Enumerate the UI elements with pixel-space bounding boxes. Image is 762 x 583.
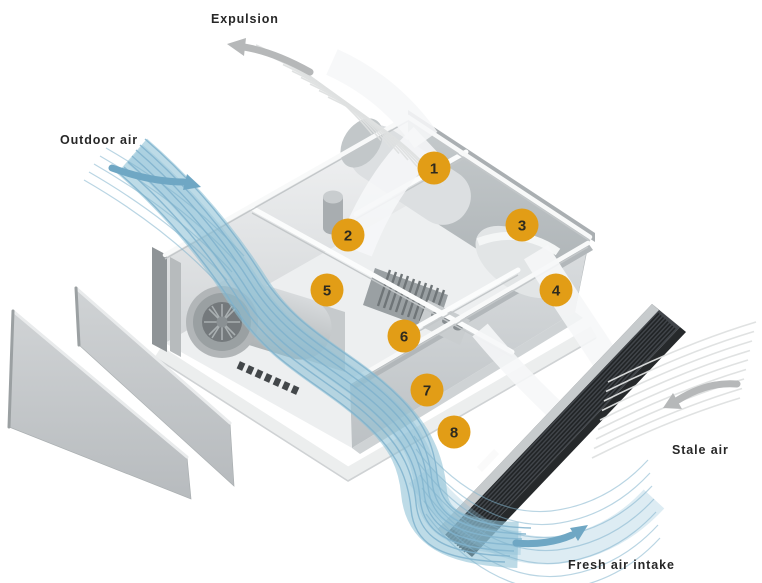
dark-grille-panel bbox=[438, 304, 686, 557]
callout-7: 7 bbox=[410, 373, 444, 407]
callout-1: 1 bbox=[417, 151, 451, 185]
callout-circle bbox=[387, 319, 421, 353]
callout-circle bbox=[331, 218, 365, 252]
outdoor-arrow-shaft bbox=[108, 164, 188, 186]
cylinder-top bbox=[323, 190, 343, 204]
expulsion-arrow-shaft bbox=[240, 43, 314, 76]
callout-4: 4 bbox=[539, 273, 573, 307]
left-frame-column-outer bbox=[152, 247, 167, 352]
callout-number: 7 bbox=[423, 383, 431, 400]
stale-arrow-shaft bbox=[674, 380, 741, 404]
front-panel-inner-top-highlight bbox=[74, 286, 232, 425]
callout-number: 1 bbox=[430, 161, 438, 178]
front-panel-inner-left-edge bbox=[74, 286, 81, 347]
callout-markers: 1 2 3 4 5 6 7 8 bbox=[310, 151, 573, 449]
callout-6: 6 bbox=[387, 319, 421, 353]
outdoor-arrow-head bbox=[183, 174, 201, 190]
callout-circle bbox=[437, 415, 471, 449]
grille-top-edge bbox=[438, 304, 659, 535]
fresh-arrow-shaft bbox=[512, 531, 576, 548]
callout-circle bbox=[505, 208, 539, 242]
left-frame-column-inner bbox=[170, 257, 181, 357]
expulsion-arrow-head bbox=[227, 38, 246, 56]
airflow-stale bbox=[591, 321, 757, 459]
partition-main bbox=[249, 205, 515, 355]
callout-number: 6 bbox=[400, 329, 408, 346]
expulsion-band-outside bbox=[326, 49, 438, 149]
callout-number: 8 bbox=[450, 425, 458, 442]
callout-circle bbox=[417, 151, 451, 185]
callout-number: 4 bbox=[552, 283, 561, 300]
fresh-arrow-head bbox=[570, 525, 588, 541]
callout-5: 5 bbox=[310, 273, 344, 307]
callout-circle bbox=[410, 373, 444, 407]
flow-labels: Expulsion Outdoor air Stale air Fresh ai… bbox=[60, 12, 729, 572]
partition-lower bbox=[395, 267, 521, 341]
terminal-strip bbox=[236, 361, 300, 395]
blower-hub bbox=[216, 316, 228, 328]
front-panel-outer-top-highlight bbox=[11, 309, 189, 459]
rim-back-right bbox=[405, 114, 593, 240]
grille-handle-slot bbox=[477, 449, 499, 472]
front-panel-outer-left-edge bbox=[7, 309, 15, 429]
callout-8: 8 bbox=[437, 415, 471, 449]
crossover-band-upper bbox=[523, 244, 618, 368]
label-stale-air: Stale air bbox=[672, 443, 729, 457]
callout-number: 2 bbox=[344, 228, 352, 245]
airflow-fresh bbox=[83, 139, 660, 583]
base-edge-line bbox=[155, 337, 597, 482]
unit-floor bbox=[165, 205, 575, 448]
callout-2: 2 bbox=[331, 218, 365, 252]
stale-arrow-head bbox=[663, 393, 682, 409]
callout-circle bbox=[539, 273, 573, 307]
grille-bottom-lip bbox=[466, 327, 686, 557]
callout-3: 3 bbox=[505, 208, 539, 242]
callout-number: 5 bbox=[323, 283, 331, 300]
callout-number: 3 bbox=[518, 218, 526, 235]
label-outdoor-air: Outdoor air bbox=[60, 133, 138, 147]
callout-circle bbox=[310, 273, 344, 307]
label-expulsion: Expulsion bbox=[211, 12, 279, 26]
label-fresh-air-intake: Fresh air intake bbox=[568, 558, 675, 572]
detached-front-panels bbox=[7, 286, 235, 500]
